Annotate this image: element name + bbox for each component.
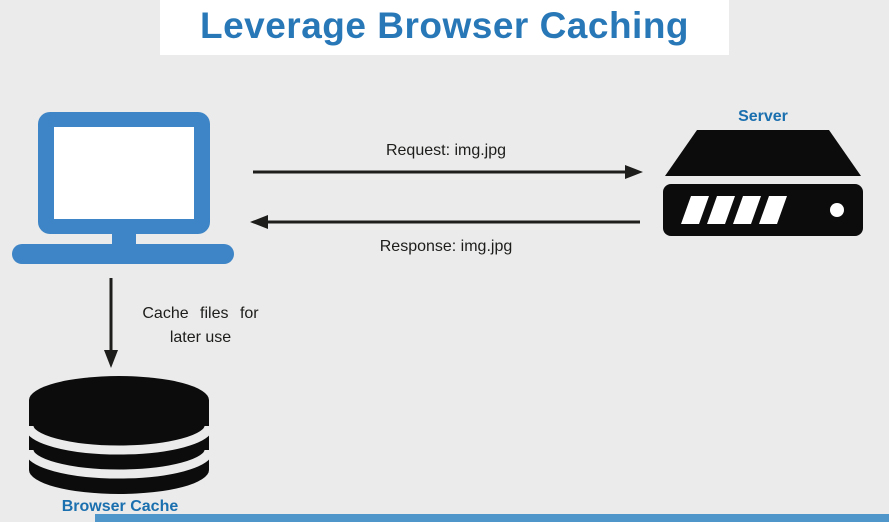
server-icon [663, 130, 863, 243]
bottom-accent-bar [95, 514, 889, 522]
response-arrow [250, 212, 640, 232]
response-label: Response: img.jpg [379, 238, 513, 255]
database-icon-svg [26, 376, 212, 494]
right-arrow-icon [253, 165, 643, 179]
laptop-icon-svg [12, 112, 234, 264]
cache-note: Cache files for later use [128, 302, 273, 350]
cache-note-line2: later use [169, 329, 232, 346]
cache-arrow [100, 278, 122, 368]
laptop-icon [12, 112, 234, 270]
request-label: Request: img.jpg [385, 142, 507, 159]
server-label: Server [738, 108, 788, 125]
database-icon [26, 374, 212, 496]
page-title: Leverage Browser Caching [159, 0, 730, 55]
request-arrow [253, 162, 643, 182]
left-arrow-icon [250, 215, 640, 229]
cache-note-line1: Cache files for [142, 305, 259, 322]
browser-cache-label: Browser Cache [61, 498, 179, 515]
down-arrow-icon [104, 278, 118, 368]
server-icon-svg [663, 130, 863, 236]
title-bar: Leverage Browser Caching [0, 0, 889, 55]
